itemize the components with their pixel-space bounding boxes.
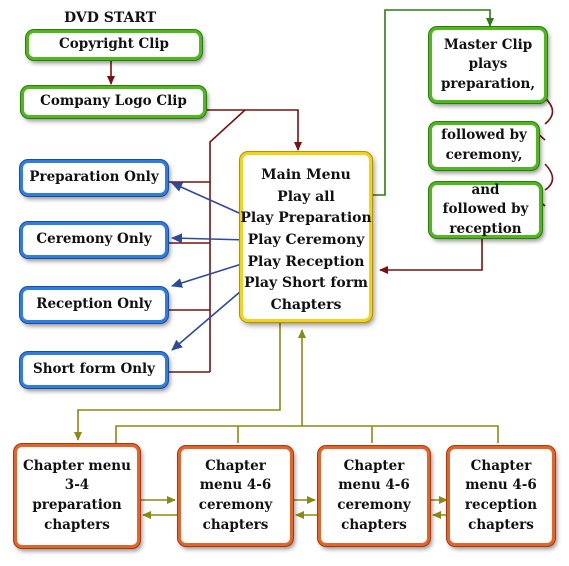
followed-ceremony-node[interactable]: followed by ceremony, — [429, 122, 539, 170]
company-logo-clip-label: Company Logo Clip — [40, 93, 187, 110]
dvd-start-label: DVD START — [64, 10, 157, 26]
main-menu-node[interactable]: Main Menu Play all Play Preparation Play… — [240, 152, 372, 322]
chapter-menu-reception-node[interactable]: Chapter menu 4-6 reception chapters — [447, 446, 555, 546]
chapter-menu-reception-label: Chapter menu 4-6 reception chapters — [464, 457, 538, 533]
chapter-menu-ceremony-b-label: Chapter menu 4-6 ceremony chapters — [337, 457, 411, 533]
menu-item-play-ceremony[interactable]: Play Ceremony — [247, 232, 365, 249]
reception-only-node[interactable]: Reception Only — [20, 287, 168, 323]
company-logo-clip-node[interactable]: Company Logo Clip — [21, 86, 206, 118]
arrow-chapters-return — [115, 425, 499, 443]
menu-item-play-all[interactable]: Play all — [277, 188, 335, 205]
copyright-clip-node[interactable]: Copyright Clip — [26, 30, 202, 60]
arrow-play-all-to-master — [352, 9, 494, 196]
menu-item-play-preparation[interactable]: Play Preparation — [240, 210, 372, 227]
chapter-menu-ceremony-a-node[interactable]: Chapter menu 4-6 ceremony chapters — [178, 446, 293, 546]
menu-item-chapters[interactable]: Chapters — [270, 297, 342, 314]
chapter-menu-preparation-label: Chapter menu 3-4 preparation chapters — [23, 457, 131, 533]
preparation-only-node[interactable]: Preparation Only — [20, 160, 168, 196]
arrow-chapters-to-menu — [74, 312, 281, 441]
arrow-reception-to-main-menu — [379, 238, 483, 274]
chapter-menu-preparation-node[interactable]: Chapter menu 3-4 preparation chapters — [14, 444, 140, 548]
followed-ceremony-label: followed by ceremony, — [441, 127, 527, 163]
reception-only-label: Reception Only — [36, 296, 152, 313]
arrow-play-preparation — [171, 182, 249, 218]
main-menu-title: Main Menu — [261, 167, 351, 183]
menu-item-play-reception[interactable]: Play Reception — [247, 253, 365, 270]
preparation-only-label: Preparation Only — [29, 169, 159, 186]
ceremony-only-node[interactable]: Ceremony Only — [20, 222, 168, 258]
menu-item-play-short-form[interactable]: Play Short form — [244, 275, 368, 292]
master-clip-node[interactable]: Master Clip plays preparation, — [429, 27, 547, 103]
arrow-play-short-form — [171, 284, 249, 351]
arrow-play-reception — [171, 261, 249, 288]
master-clip-label: Master Clip plays preparation, — [440, 36, 536, 92]
followed-reception-node[interactable]: and followed by reception — [429, 182, 542, 238]
chapter-menu-ceremony-a-label: Chapter menu 4-6 ceremony chapters — [198, 457, 273, 533]
return-bus-left-options — [168, 109, 246, 183]
chapter-menu-ceremony-b-node[interactable]: Chapter menu 4-6 ceremony chapters — [318, 446, 430, 546]
arrow-logo-to-main-menu — [205, 109, 302, 151]
short-form-only-node[interactable]: Short form Only — [20, 352, 168, 388]
copyright-clip-label: Copyright Clip — [59, 36, 169, 53]
ceremony-only-label: Ceremony Only — [36, 231, 152, 248]
arrow-play-ceremony — [171, 233, 249, 244]
short-form-only-label: Short form Only — [32, 361, 156, 378]
followed-reception-label: and followed by reception — [442, 181, 529, 237]
